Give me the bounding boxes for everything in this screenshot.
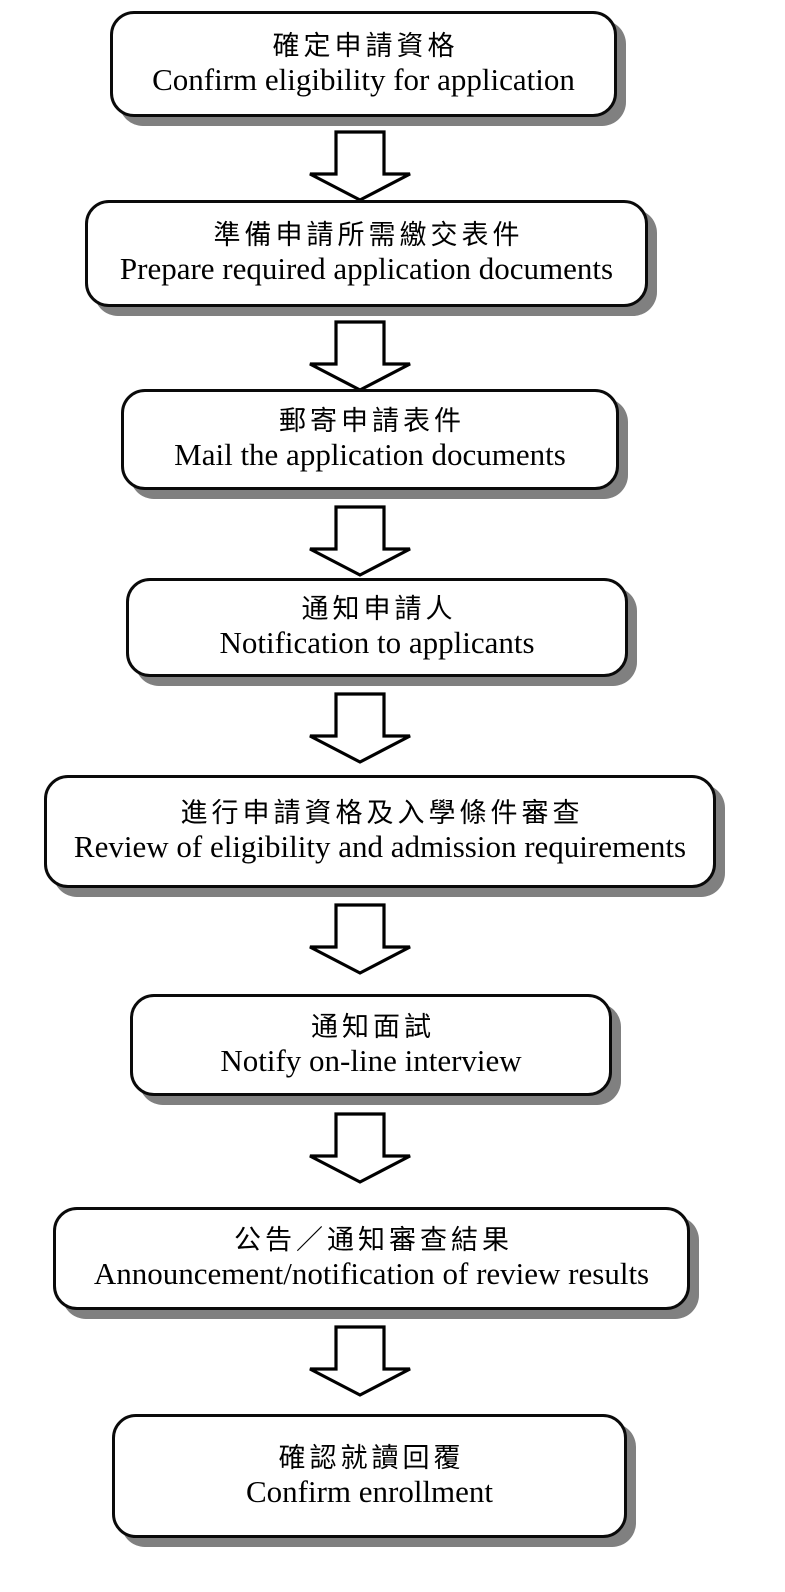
node-body: 公告／通知審查結果 Announcement/notification of r… bbox=[53, 1207, 690, 1310]
node-body: 進行申請資格及入學條件審查 Review of eligibility and … bbox=[44, 775, 716, 888]
node-label-zh: 通知申請人 bbox=[301, 594, 457, 625]
flow-node-6[interactable]: 通知面試 Notify on-line interview bbox=[130, 994, 621, 1105]
node-label-en: Mail the application documents bbox=[174, 437, 566, 473]
down-arrow-icon bbox=[306, 903, 414, 975]
node-body: 通知面試 Notify on-line interview bbox=[130, 994, 612, 1096]
node-label-zh: 確定申請資格 bbox=[272, 30, 459, 61]
flow-node-3[interactable]: 郵寄申請表件 Mail the application documents bbox=[121, 389, 628, 499]
down-arrow-icon bbox=[306, 692, 414, 764]
node-label-zh: 進行申請資格及入學條件審查 bbox=[180, 798, 584, 829]
node-label-zh: 公告／通知審查結果 bbox=[234, 1225, 513, 1256]
flow-node-4[interactable]: 通知申請人 Notification to applicants bbox=[126, 578, 637, 686]
down-arrow-icon bbox=[306, 505, 414, 577]
node-label-en: Confirm enrollment bbox=[245, 1473, 494, 1509]
flow-node-1[interactable]: 確定申請資格 Confirm eligibility for applicati… bbox=[110, 11, 626, 126]
node-body: 通知申請人 Notification to applicants bbox=[126, 578, 628, 677]
node-body: 準備申請所需繳交表件 Prepare required application … bbox=[85, 200, 648, 307]
node-body: 郵寄申請表件 Mail the application documents bbox=[121, 389, 619, 490]
down-arrow-icon bbox=[306, 1112, 414, 1184]
node-body: 確定申請資格 Confirm eligibility for applicati… bbox=[110, 11, 617, 117]
node-label-en: Notify on-line interview bbox=[220, 1042, 522, 1078]
flow-node-5[interactable]: 進行申請資格及入學條件審查 Review of eligibility and … bbox=[44, 775, 725, 897]
node-body: 確認就讀回覆 Confirm enrollment bbox=[112, 1414, 627, 1538]
node-label-en: Announcement/notification of review resu… bbox=[93, 1256, 650, 1292]
down-arrow-icon bbox=[306, 320, 414, 392]
node-label-en: Confirm eligibility for application bbox=[152, 61, 575, 97]
node-label-zh: 郵寄申請表件 bbox=[279, 406, 465, 437]
flow-node-2[interactable]: 準備申請所需繳交表件 Prepare required application … bbox=[85, 200, 657, 316]
node-label-zh: 通知面試 bbox=[311, 1011, 435, 1042]
node-label-en: Prepare required application documents bbox=[119, 251, 614, 287]
down-arrow-icon bbox=[306, 130, 414, 202]
flow-node-7[interactable]: 公告／通知審查結果 Announcement/notification of r… bbox=[53, 1207, 699, 1319]
down-arrow-icon bbox=[306, 1325, 414, 1397]
flow-node-8[interactable]: 確認就讀回覆 Confirm enrollment bbox=[112, 1414, 636, 1547]
node-label-zh: 準備申請所需繳交表件 bbox=[213, 220, 524, 251]
node-label-zh: 確認就讀回覆 bbox=[278, 1442, 465, 1473]
node-label-en: Review of eligibility and admission requ… bbox=[73, 829, 687, 865]
node-label-en: Notification to applicants bbox=[219, 625, 535, 661]
